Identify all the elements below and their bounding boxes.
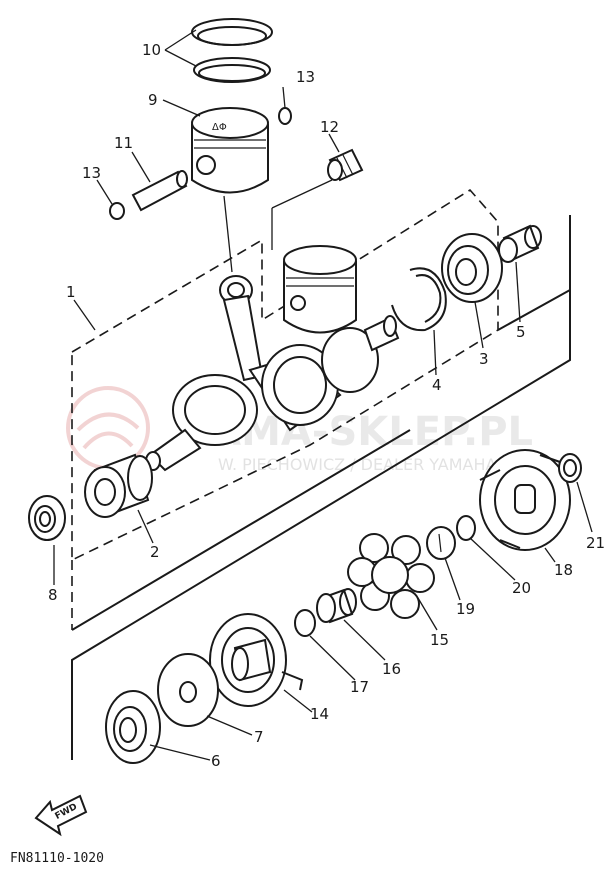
collar xyxy=(426,526,456,560)
label-11: 11 xyxy=(114,134,133,152)
label-10: 10 xyxy=(142,41,161,59)
label-4: 4 xyxy=(432,376,442,394)
bearing-small xyxy=(498,224,542,263)
main-bearing-right xyxy=(441,233,503,303)
label-17: 17 xyxy=(350,678,369,696)
o-ring-17 xyxy=(294,609,316,637)
label-16: 16 xyxy=(382,660,401,678)
leader-lines xyxy=(53,29,593,761)
piston-in-assembly xyxy=(283,245,357,334)
crank-assembly-outline xyxy=(71,188,499,562)
piston-clip-right xyxy=(278,107,292,125)
spacer xyxy=(316,588,357,624)
diagram-code: FN81110-1020 xyxy=(10,851,104,866)
washer xyxy=(558,453,582,483)
o-ring-20 xyxy=(456,515,476,541)
housing xyxy=(209,613,304,707)
label-14: 14 xyxy=(310,705,329,723)
label-5: 5 xyxy=(516,323,526,341)
label-19: 19 xyxy=(456,600,475,618)
small-end-bearing xyxy=(327,148,364,182)
lower-group-outline xyxy=(71,215,571,760)
label-13-upper: 13 xyxy=(296,68,315,86)
label-8: 8 xyxy=(48,586,58,604)
label-6: 6 xyxy=(211,752,221,770)
watermark-subtitle: W. PIECHOWICZ / DEALER YAMAHA xyxy=(218,455,497,474)
piston-clip-left xyxy=(109,202,125,220)
circlip xyxy=(391,267,447,332)
label-9: 9 xyxy=(148,91,158,109)
label-13-lower: 13 xyxy=(82,164,101,182)
label-1: 1 xyxy=(66,283,76,301)
label-12: 12 xyxy=(320,118,339,136)
piston-rings xyxy=(191,18,273,83)
main-bearing-left xyxy=(84,453,153,518)
plate xyxy=(157,653,219,727)
connecting-rod xyxy=(219,275,264,382)
coupling xyxy=(479,449,571,551)
label-7: 7 xyxy=(254,728,264,746)
label-18: 18 xyxy=(554,561,573,579)
part-labels: 10 9 13 12 11 13 1 3 4 5 2 8 21 18 20 19… xyxy=(48,41,605,770)
label-15: 15 xyxy=(430,631,449,649)
label-2: 2 xyxy=(150,543,160,561)
oil-seal-lower xyxy=(105,690,161,764)
label-20: 20 xyxy=(512,579,531,597)
oil-seal xyxy=(28,495,66,541)
label-3: 3 xyxy=(479,350,489,368)
label-21: 21 xyxy=(586,534,605,552)
svg-text:ΔΦ: ΔΦ xyxy=(212,122,227,133)
damper xyxy=(347,533,435,619)
crankshaft xyxy=(145,315,400,472)
piston-pin xyxy=(131,170,188,212)
piston: ΔΦ xyxy=(191,107,269,194)
forward-arrow: FWD xyxy=(34,794,88,837)
